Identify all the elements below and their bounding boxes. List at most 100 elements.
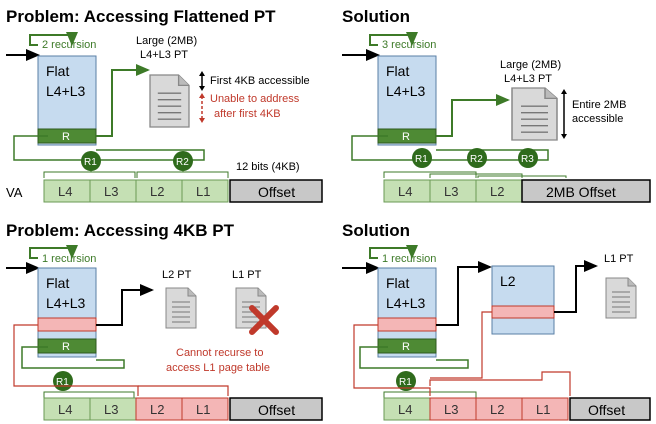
- l2-table: [491, 265, 555, 335]
- va-cell-offset-label: 2MB Offset: [546, 184, 616, 200]
- va-row: L4 L3 L2 L1 Offset: [383, 397, 651, 421]
- pointer-arrow: [436, 94, 510, 137]
- bracket-r1: [43, 391, 135, 398]
- flat-label: Flat: [386, 275, 409, 291]
- flat-sublabel: L4+L3: [46, 295, 86, 311]
- recursion-loop: [29, 32, 78, 46]
- red-path: [353, 324, 431, 396]
- recursion-label: 1 recursion: [382, 253, 436, 265]
- va-row: L4 L3 L2 L1 Offset: [43, 397, 323, 421]
- va-row: L4 L3 L2 L1 Offset: [43, 179, 323, 203]
- va-label: VA: [6, 185, 23, 200]
- panel-solution-4kb: Solution 1 recursion Flat L4+L3 R L2 L1 …: [342, 221, 651, 421]
- up-arrow-icon: [199, 71, 205, 76]
- va-cell-offset: [229, 179, 323, 203]
- bracket-r1: [383, 171, 477, 178]
- va-cell-offset: [229, 397, 323, 421]
- recursion-label: 1 recursion: [42, 253, 96, 265]
- recursive-entry-label: R: [62, 341, 70, 353]
- va-cell-l1: [181, 397, 229, 421]
- recursive-entry: [377, 338, 437, 354]
- panel-title: Solution: [342, 7, 410, 26]
- recursion-label: 2 recursion: [42, 39, 96, 51]
- up-arrow-red-icon: [199, 93, 205, 98]
- va-cell-l1-label: L1: [536, 402, 550, 417]
- va-cell-l4-label: L4: [398, 184, 412, 199]
- flat-label: Flat: [46, 275, 69, 291]
- va-cell-l4-label: L4: [58, 402, 72, 417]
- va-cell-l1: [521, 397, 569, 421]
- red-bracket: [429, 371, 571, 396]
- red-bracket: [138, 385, 229, 396]
- va-cell-offset-label: Offset: [258, 402, 295, 418]
- flat-sublabel: L4+L3: [46, 83, 86, 99]
- recursion-label: 3 recursion: [382, 39, 436, 51]
- flat-label: Flat: [386, 63, 409, 79]
- panel-title: Solution: [342, 221, 410, 240]
- flat-sublabel: L4+L3: [386, 83, 426, 99]
- recursion-loop: [29, 245, 78, 259]
- recursive-entry-label: R: [402, 341, 410, 353]
- down-arrow-icon: [199, 86, 205, 91]
- target-sublabel: L4+L3 PT: [504, 73, 552, 85]
- badge-r1-label: R1: [56, 377, 69, 388]
- red-entry: [37, 317, 97, 332]
- badge-r1-label: R1: [399, 377, 412, 388]
- va-cell-l3-label: L3: [104, 184, 118, 199]
- panel-solution-flattened: Solution 3 recursion Flat L4+L3 R Large …: [342, 7, 651, 203]
- va-cell-l1-label: L1: [196, 402, 210, 417]
- note-cannot-2: access L1 page table: [166, 362, 270, 374]
- va-cell-l4-label: L4: [58, 184, 72, 199]
- pointer-arrow-2: [554, 260, 598, 313]
- offset-note: 12 bits (4KB): [236, 161, 300, 173]
- cross-icon: [249, 305, 279, 335]
- badge-r1-label: R1: [84, 157, 97, 168]
- l2-label: L2: [500, 273, 516, 289]
- pointer-arrow: [436, 261, 492, 326]
- va-cell-l2-label: L2: [150, 402, 164, 417]
- l2pt-label: L2 PT: [162, 269, 192, 281]
- va-cell-l1-label: L1: [196, 184, 210, 199]
- target-label: Large (2MB): [500, 59, 561, 71]
- flat-sublabel: L4+L3: [386, 295, 426, 311]
- recursion-path: [13, 135, 205, 161]
- va-cell-l3-label: L3: [104, 402, 118, 417]
- badge-r2-label: R2: [176, 157, 189, 168]
- panel-problem-flattened: Problem: Accessing Flattened PT 2 recurs…: [6, 7, 323, 203]
- note-entire: Entire 2MB: [572, 99, 626, 111]
- va-cell-offset: [521, 179, 651, 203]
- target-sublabel: L4+L3 PT: [140, 49, 188, 61]
- red-path: [13, 324, 139, 396]
- note-unable: Unable to address: [210, 93, 300, 105]
- l1-doc-icon: [605, 277, 637, 319]
- down-arrow-red-icon: [199, 118, 205, 123]
- badge-r1: [412, 148, 432, 168]
- badge-r3: [518, 148, 538, 168]
- note-accessible: accessible: [572, 113, 623, 125]
- document-icon: [149, 74, 190, 128]
- badge-r1: [396, 371, 416, 391]
- down-arrow-icon: [561, 134, 567, 139]
- badge-r1-label: R1: [415, 154, 428, 165]
- va-cell-offset: [569, 397, 651, 421]
- flat-label: Flat: [46, 63, 69, 79]
- target-label: Large (2MB): [136, 35, 197, 47]
- panel-title: Problem: Accessing Flattened PT: [6, 7, 276, 26]
- note-unable-2: after first 4KB: [214, 108, 281, 120]
- recursion-path: [359, 346, 469, 369]
- badge-r2: [173, 151, 193, 171]
- va-row: L4 L3 L2 2MB Offset: [383, 179, 651, 203]
- badge-r2-label: R2: [470, 154, 483, 165]
- recursion-path: [21, 346, 125, 369]
- va-cell-l1: [181, 179, 229, 203]
- badge-r2: [467, 148, 487, 168]
- recursive-entry: [37, 338, 97, 354]
- va-cell-offset-label: Offset: [258, 184, 295, 200]
- note-accessible: First 4KB accessible: [210, 75, 310, 87]
- l2-red-entry: [491, 305, 555, 319]
- l2-doc-icon: [165, 287, 197, 329]
- recursive-entry-label: R: [402, 131, 410, 143]
- va-cell-l3-label: L3: [444, 402, 458, 417]
- up-arrow-icon: [561, 89, 567, 94]
